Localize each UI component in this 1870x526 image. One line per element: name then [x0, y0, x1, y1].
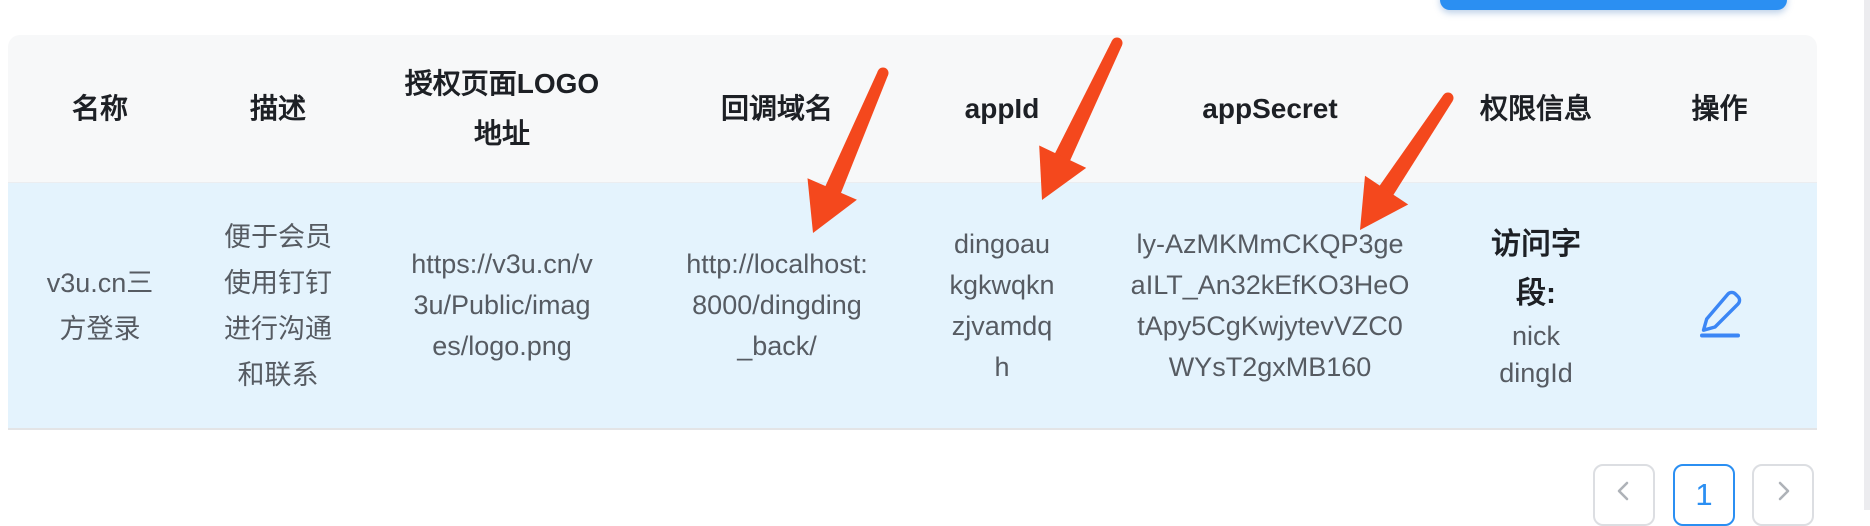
cell-permission: 访问字 段: nick dingId	[1450, 183, 1622, 428]
cell-action	[1622, 183, 1817, 428]
cell-name: v3u.cn三 方登录	[46, 267, 154, 344]
column-header-action: 操作	[1691, 92, 1748, 124]
primary-button-cropped[interactable]	[1440, 0, 1787, 10]
permission-fields-label: 访问字 段:	[1491, 227, 1581, 310]
column-header-logo-url: 授权页面LOGO 地址	[404, 67, 600, 149]
column-header-callback: 回调域名	[720, 92, 833, 124]
column-header-permission: 权限信息	[1479, 92, 1592, 124]
column-header-name: 名称	[71, 92, 128, 124]
column-header-appsecret: appSecret	[1202, 92, 1338, 124]
table-row[interactable]: v3u.cn三 方登录 便于会员 使用钉钉 进行沟通 和联系 https://v…	[8, 183, 1817, 430]
column-header-description: 描述	[249, 92, 306, 124]
cell-appid: dingoau kgkwqkn zjvamdq h	[949, 228, 1055, 382]
cell-appsecret: ly-AzMKMmCKQP3ge aILT_An32kEfKO3HeO tApy…	[1130, 228, 1410, 382]
apps-table: 名称 描述 授权页面LOGO 地址 回调域名 appId appSecret 权…	[8, 35, 1817, 430]
cell-logo-url: https://v3u.cn/v 3u/Public/imag es/logo.…	[411, 249, 593, 361]
chevron-right-icon	[1768, 476, 1798, 514]
cell-callback-url: http://localhost: 8000/dingding _back/	[686, 249, 868, 361]
permission-fields-values: nick dingId	[1499, 320, 1573, 388]
cell-description: 便于会员 使用钉钉 进行沟通 和联系	[224, 221, 332, 390]
vertical-scrollbar[interactable]	[1864, 0, 1870, 510]
pagination-next-button[interactable]	[1752, 464, 1814, 526]
chevron-left-icon	[1609, 476, 1639, 514]
pagination-prev-button[interactable]	[1593, 464, 1655, 526]
column-header-appid: appId	[964, 92, 1040, 124]
pagination-page-1[interactable]: 1	[1673, 464, 1735, 526]
table-header-row: 名称 描述 授权页面LOGO 地址 回调域名 appId appSecret 权…	[8, 35, 1817, 183]
pencil-icon	[1694, 269, 1746, 343]
edit-button[interactable]	[1694, 278, 1746, 337]
